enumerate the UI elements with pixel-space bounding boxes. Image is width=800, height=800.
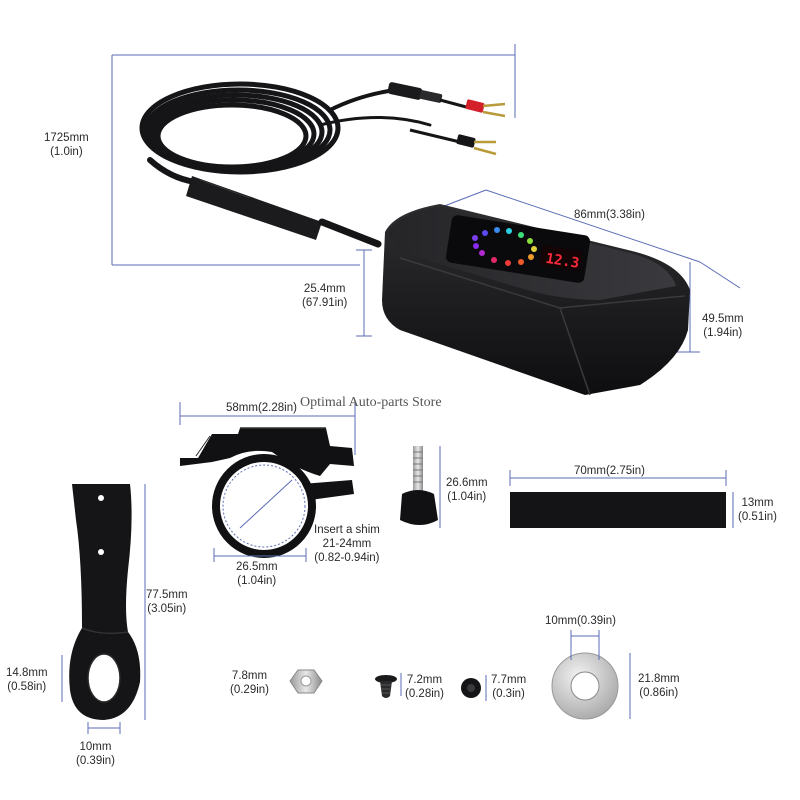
inline-fuse-holder bbox=[387, 82, 443, 103]
mounting-bracket bbox=[61, 484, 146, 734]
cap-nut-label: 7.7mm(0.3in) bbox=[491, 674, 527, 700]
washer-inner-label: 10mm(0.39in) bbox=[545, 615, 616, 627]
charger-height-dimension bbox=[356, 249, 372, 337]
bracket-bottom-label: 10mm(0.39in) bbox=[76, 741, 115, 767]
handlebar-clamp bbox=[180, 427, 354, 562]
flat-washer bbox=[551, 630, 631, 720]
voltage-readout: 12.3 bbox=[544, 251, 580, 272]
cable-length-label: 1725mm(1.0in) bbox=[44, 132, 89, 158]
hex-nut-label: 7.8mm(0.29in) bbox=[230, 670, 269, 696]
pad-width-label: 13mm(0.51in) bbox=[738, 497, 777, 523]
bracket-ring-label: 14.8mm(0.58in) bbox=[6, 667, 48, 693]
rubber-pad bbox=[509, 470, 734, 528]
shim-diameter-line bbox=[239, 479, 293, 529]
hex-nut bbox=[289, 669, 323, 694]
sae-connector bbox=[186, 176, 382, 248]
clamp-width-dimension bbox=[179, 402, 356, 455]
pad-length-label: 70mm(2.75in) bbox=[574, 465, 645, 477]
knob-bolt bbox=[400, 446, 441, 528]
bracket-length-label: 77.5mm(3.05in) bbox=[146, 589, 188, 615]
small-screw-label: 7.2mm(0.28in) bbox=[405, 674, 444, 700]
charger-width-label: 86mm(3.38in) bbox=[574, 209, 645, 221]
charger-height-label: 25.4mm(67.91in) bbox=[302, 283, 348, 309]
small-screw bbox=[375, 673, 402, 698]
cap-nut bbox=[461, 675, 487, 701]
charger-depth-label: 49.5mm(1.94in) bbox=[702, 313, 744, 339]
cable-length-dimension bbox=[111, 44, 516, 266]
store-watermark: Optimal Auto-parts Store bbox=[300, 395, 442, 410]
led-ring bbox=[472, 227, 537, 266]
wire-terminals bbox=[409, 98, 506, 156]
clamp-inner-label: 26.5mm(1.04in) bbox=[236, 561, 278, 587]
usb-charger-unit bbox=[382, 204, 690, 396]
washer-outer-label: 21.8mm(0.86in) bbox=[638, 673, 680, 699]
cable-coil bbox=[139, 81, 432, 185]
voltmeter-display: 12.3 bbox=[472, 227, 583, 272]
clamp-width-label: 58mm(2.28in) bbox=[226, 402, 297, 414]
knob-bolt-label: 26.6mm(1.04in) bbox=[446, 477, 488, 503]
